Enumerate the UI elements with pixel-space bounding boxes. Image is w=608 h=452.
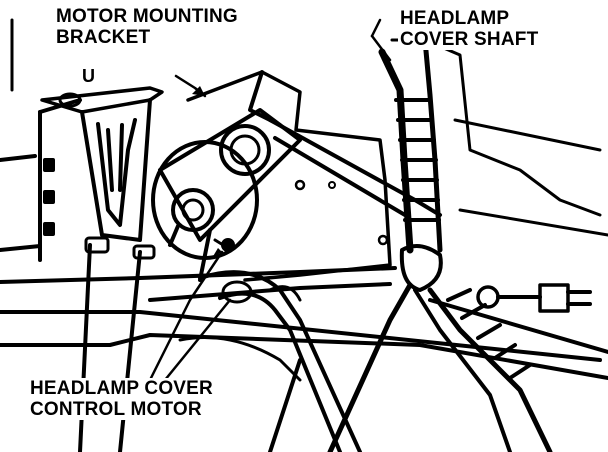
label-line: HEADLAMP COVER — [30, 378, 213, 399]
part-marker-u: U — [82, 66, 95, 86]
leader-arrowheads — [192, 86, 222, 258]
leader-lines — [148, 18, 392, 382]
label-line: HEADLAMP — [400, 8, 510, 29]
u-clip-bracket — [40, 86, 164, 242]
wiring-harness — [327, 37, 553, 452]
motor-assembly — [151, 108, 302, 282]
label-headlamp-cover-control-motor: HEADLAMP COVER CONTROL MOTOR — [28, 378, 215, 420]
label-headlamp-cover-shaft: HEADLAMP COVER SHAFT — [398, 8, 541, 50]
label-line: COVER SHAFT — [400, 29, 539, 50]
electrical-connector — [476, 283, 592, 313]
left-structure — [0, 18, 82, 262]
label-line: BRACKET — [56, 27, 151, 48]
hose — [178, 270, 362, 452]
label-line: MOTOR MOUNTING — [56, 6, 238, 27]
label-line: CONTROL MOTOR — [30, 399, 202, 420]
label-motor-mounting-bracket: MOTOR MOUNTING BRACKET — [54, 6, 240, 48]
